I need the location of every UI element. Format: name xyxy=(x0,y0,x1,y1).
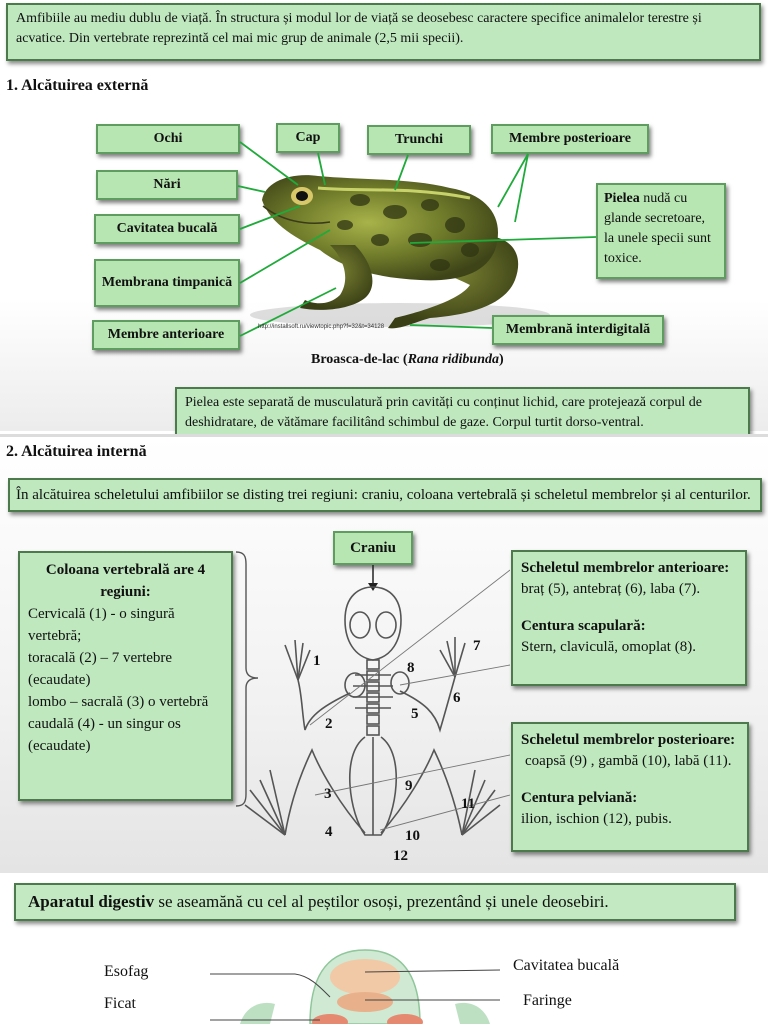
label-trunchi: Trunchi xyxy=(367,125,471,155)
posterior-text: coapsă (9) , gambă (10), labă (11). xyxy=(525,753,732,769)
anterior-title: Scheletul membrelor anterioare: xyxy=(521,560,730,576)
label-cavitatea-bucala: Cavitatea bucală xyxy=(94,214,240,244)
skeleton-num-1: 1 xyxy=(313,653,321,669)
coloana-box: Coloana vertebrală are 4 regiuni: Cervic… xyxy=(18,551,233,801)
skin-note-box: Pielea este separată de musculatură prin… xyxy=(175,387,750,437)
coloana-line-3: lombo – sacrală (3) o vertebră caudală (… xyxy=(28,694,209,754)
digestive-label-faringe: Faringe xyxy=(523,992,572,1009)
section-title-internal: 2. Alcătuirea internă xyxy=(6,443,147,460)
frog-skeleton-illustration xyxy=(244,565,510,836)
skeleton-num-9: 9 xyxy=(405,778,413,794)
digestiv-bold: Aparatul digestiv xyxy=(28,892,155,911)
intro-box: Amfibiile au mediu dublu de viață. În st… xyxy=(6,3,761,61)
skeleton-num-4: 4 xyxy=(325,824,333,840)
skeleton-num-8: 8 xyxy=(407,660,415,676)
label-cap: Cap xyxy=(276,123,340,153)
image-source-url: http://installsoft.ru/viewtopic.php?f=32… xyxy=(258,324,385,330)
digestiv-text: se aseamănă cu cel al peștilor osoși, pr… xyxy=(154,892,609,911)
digestive-illustration xyxy=(210,949,501,1024)
skeleton-num-11: 11 xyxy=(461,796,476,812)
label-membre-posterioare: Membre posterioare xyxy=(491,124,649,154)
frog-pointer-lines xyxy=(237,141,597,337)
posterior-title: Scheletul membrelor posterioare: xyxy=(521,732,736,748)
label-ochi: Ochi xyxy=(96,124,240,154)
pelvian-title: Centura pelviană: xyxy=(521,790,638,806)
pielea-bold: Pielea xyxy=(604,191,640,206)
skeleton-num-10: 10 xyxy=(405,828,420,844)
skeleton-intro-text: În alcătuirea scheletului amfibiilor se … xyxy=(16,487,751,503)
pielea-text: nudă cu glande secretoare, la unele spec… xyxy=(604,191,711,266)
label-craniu: Craniu xyxy=(333,531,413,565)
coloana-line-2: toracală (2) – 7 vertebre (ecaudate) xyxy=(28,650,173,688)
section-divider xyxy=(0,434,768,437)
skeleton-num-6: 6 xyxy=(453,690,461,706)
caption-main: Broasca-de-lac ( xyxy=(311,352,408,367)
digestive-label-ficat: Ficat xyxy=(104,995,136,1012)
intro-text: Amfibiile au mediu dublu de viață. În st… xyxy=(16,11,702,46)
posterior-box: Scheletul membrelor posterioare: coapsă … xyxy=(511,722,749,852)
digestive-label-esofag: Esofag xyxy=(104,963,149,980)
section-title-external: 1. Alcătuirea externă xyxy=(6,77,149,94)
digestiv-box: Aparatul digestiv se aseamănă cu cel al … xyxy=(14,883,736,921)
skeleton-num-5: 5 xyxy=(411,706,419,722)
skeleton-num-3: 3 xyxy=(324,786,332,802)
label-membrana-interdigitala: Membrană interdigitală xyxy=(492,315,664,345)
label-membrana-timpanica: Membrana timpanică xyxy=(94,259,240,307)
label-nari: Nări xyxy=(96,170,238,200)
frog-caption: Broasca-de-lac (Rana ridibunda) xyxy=(311,352,504,368)
scapular-title: Centura scapulară: xyxy=(521,618,646,634)
coloana-bracket xyxy=(235,551,259,807)
digestive-label-cavitatea-bucala: Cavitatea bucală xyxy=(513,957,620,974)
skeleton-intro-box: În alcătuirea scheletului amfibiilor se … xyxy=(8,478,762,512)
pelvian-text: ilion, ischion (12), pubis. xyxy=(521,811,672,827)
label-membre-anterioare: Membre anterioare xyxy=(92,320,240,350)
caption-end: ) xyxy=(499,352,504,367)
skin-note-text: Pielea este separată de musculatură prin… xyxy=(185,395,702,430)
anterior-box: Scheletul membrelor anterioare: braț (5)… xyxy=(511,550,747,686)
coloana-title: Coloana vertebrală are 4 regiuni: xyxy=(45,562,206,600)
pielea-box: Pielea nudă cu glande secretoare, la une… xyxy=(596,183,726,279)
skeleton-num-2: 2 xyxy=(325,716,333,732)
caption-italic: Rana ridibunda xyxy=(407,352,499,367)
anterior-text: braț (5), antebraț (6), laba (7). xyxy=(521,581,701,597)
coloana-line-1: Cervicală (1) - o singură vertebră; xyxy=(28,606,175,644)
frog-illustration xyxy=(250,175,550,329)
skeleton-num-12: 12 xyxy=(393,848,408,864)
skeleton-num-7: 7 xyxy=(473,638,481,654)
scapular-text: Stern, claviculă, omoplat (8). xyxy=(521,639,696,655)
